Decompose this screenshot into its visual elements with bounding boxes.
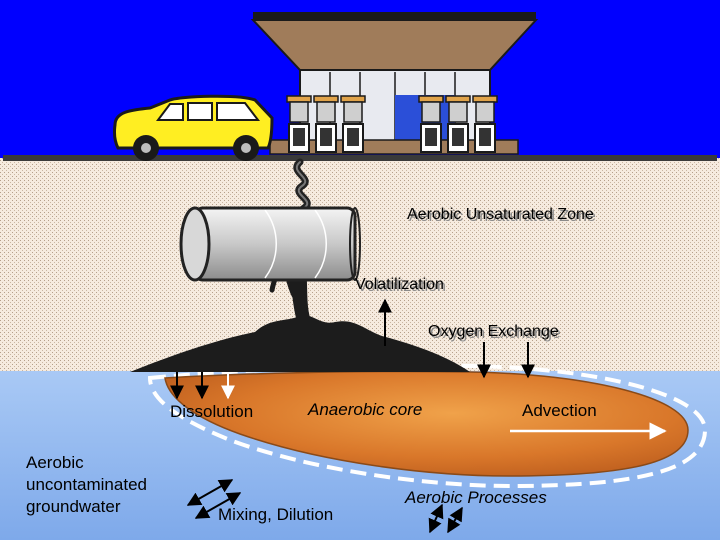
label-volatilization: Volatilization [355, 276, 444, 293]
labels: Aerobic Unsaturated Zone Aerobic Unsatur… [26, 206, 597, 524]
storage-tank [179, 206, 361, 282]
label-aerobic-processes: Aerobic Processes [404, 488, 547, 507]
label-aerobic-groundwater-line1: Aerobic [26, 453, 84, 472]
label-shadow: Aerobic Unsaturated Zone [409, 208, 596, 225]
label-advection: Advection [522, 401, 597, 420]
label-shadow: Oxygen Exchange [430, 325, 561, 342]
label-aerobic-groundwater-line2: uncontaminated [26, 475, 147, 494]
label-anaerobic-core: Anaerobic core [307, 400, 422, 419]
label-dissolution: Dissolution [170, 402, 253, 421]
label-aerobic-groundwater-line3: groundwater [26, 497, 121, 516]
aerobic-process-arrow-2 [447, 506, 463, 534]
label-shadow: Volatilization [357, 278, 446, 295]
plume-aerobic-fringe [147, 363, 708, 489]
label-oxygen-exchange: Oxygen Exchange [428, 323, 559, 340]
fuel-pumps-right [418, 95, 498, 153]
yellow-car [112, 94, 274, 161]
contaminant-pool [130, 315, 470, 372]
mixing-arrow-2 [194, 492, 242, 519]
ground-surface [3, 155, 717, 161]
label-mixing-dilution: Mixing, Dilution [218, 505, 333, 524]
aerobic-process-arrow-1 [428, 503, 444, 534]
arrows [170, 298, 667, 534]
label-aerobic-unsaturated-zone: Aerobic Unsaturated Zone [407, 206, 594, 223]
fuel-pumps-left [286, 95, 366, 153]
